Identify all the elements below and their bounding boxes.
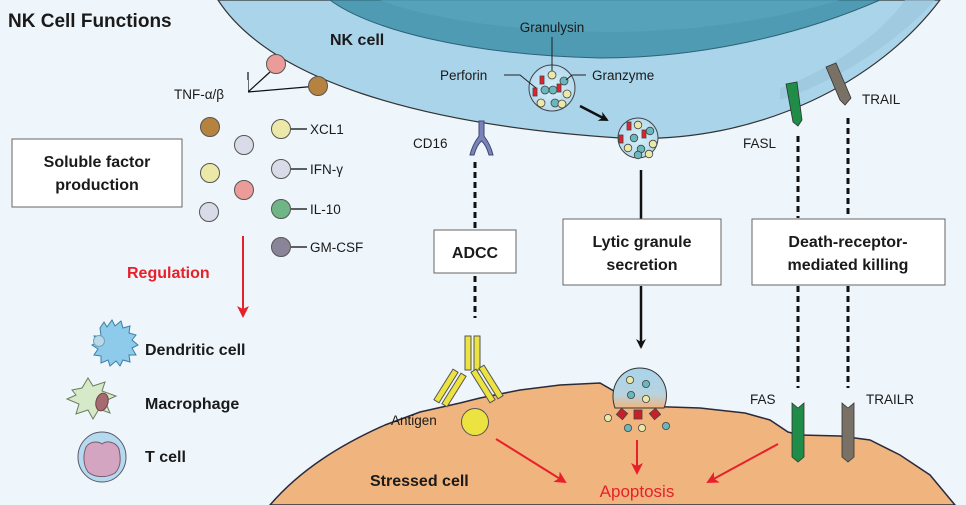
death-receptor-box: Death-receptor- mediated killing	[751, 218, 946, 286]
antibody-icon	[433, 335, 504, 408]
svg-text:Death-receptor-: Death-receptor-	[788, 234, 907, 251]
diagram-title: NK Cell Functions	[8, 11, 172, 32]
apoptosis-label: Apoptosis	[600, 482, 675, 501]
trailr-label: TRAILR	[866, 392, 914, 407]
perforin-label: Perforin	[440, 68, 487, 83]
adcc-apoptosis-arrow	[495, 438, 567, 484]
cytokine-label: GM-CSF	[310, 240, 363, 255]
stressed-cell-label: Stressed cell	[370, 473, 469, 490]
cd16-receptor-icon	[469, 120, 494, 156]
legend-item: GM-CSF	[271, 237, 363, 257]
soluble-factor-box: Soluble factor production	[11, 138, 183, 208]
t-cell-label: T cell	[145, 449, 186, 466]
tnf-molecules: TNF-α/β	[160, 54, 328, 102]
adcc-box: ADCC	[433, 229, 517, 274]
tnf-alpha-icon	[266, 54, 286, 74]
regulation-label: Regulation	[127, 265, 210, 282]
fasl-label: FASL	[743, 136, 777, 151]
cytokine-swatch-icon	[271, 199, 291, 219]
t-cell-icon	[77, 431, 127, 483]
nk-cell-label: NK cell	[330, 32, 384, 49]
granule-icon	[528, 64, 576, 112]
cytokine-swatch-icon	[271, 159, 291, 179]
trailr-receptor-icon	[841, 402, 855, 463]
macrophage-icon	[65, 377, 118, 420]
granule-transport-arrow	[579, 104, 609, 122]
fusing-vesicle-icon	[604, 367, 671, 432]
cytokine-cluster	[199, 117, 254, 222]
svg-text:secretion: secretion	[606, 257, 677, 274]
cytokine-label: XCL1	[310, 122, 344, 137]
docked-granule-icon	[617, 117, 659, 160]
stressed-cell	[269, 382, 956, 505]
trail-label: TRAIL	[862, 92, 901, 107]
fasl-ligand-icon	[785, 81, 803, 127]
tnf-label: TNF-α/β	[174, 87, 224, 102]
nk-cell	[217, 0, 941, 140]
fas-receptor-icon	[791, 402, 805, 463]
antigen-icon	[461, 408, 489, 436]
granulysin-label: Granulysin	[520, 20, 585, 35]
cytokine-label: IL-10	[310, 202, 341, 217]
cytokine-label: IFN-γ	[310, 162, 343, 177]
cytokine-swatch-icon	[271, 237, 291, 257]
dendritic-cell-icon	[91, 319, 139, 367]
macrophage-label: Macrophage	[145, 396, 239, 413]
death-receptor-apoptosis-arrow	[706, 443, 779, 483]
tnf-beta-icon	[308, 76, 328, 96]
legend-item: XCL1	[271, 119, 344, 139]
svg-text:ADCC: ADCC	[452, 245, 499, 262]
legend-item: IFN-γ	[271, 159, 343, 179]
trail-ligand-icon	[825, 62, 852, 106]
dendritic-cell-label: Dendritic cell	[145, 342, 245, 359]
svg-text:mediated killing: mediated killing	[788, 257, 909, 274]
svg-text:Lytic granule: Lytic granule	[593, 234, 692, 251]
granzyme-label: Granzyme	[592, 68, 654, 83]
cytokine-swatch-icon	[271, 119, 291, 139]
legend-item: IL-10	[271, 199, 341, 219]
svg-text:Soluble factor: Soluble factor	[44, 154, 151, 171]
lytic-box: Lytic granule secretion	[562, 218, 722, 286]
fas-label: FAS	[750, 392, 776, 407]
svg-text:production: production	[55, 177, 139, 194]
antigen-label: Antigen	[391, 413, 437, 428]
cd16-label: CD16	[413, 136, 448, 151]
